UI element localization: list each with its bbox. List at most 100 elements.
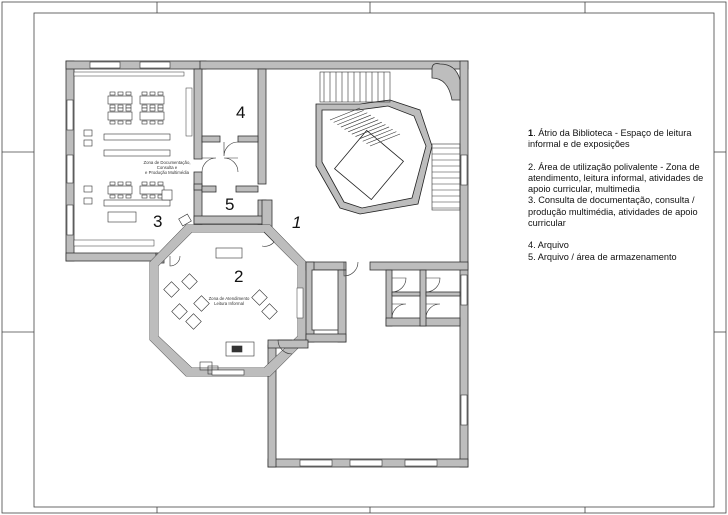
legend-item-1-number: 1 — [528, 128, 534, 138]
chair — [125, 194, 132, 199]
chair — [117, 91, 124, 96]
stair-treads — [329, 107, 401, 147]
chair — [125, 91, 132, 96]
documentation-zone-line-3: e Produção Multimédia — [145, 170, 189, 175]
chair — [117, 181, 124, 186]
chair — [157, 181, 164, 186]
chair — [157, 120, 164, 125]
chair — [141, 194, 148, 199]
chair — [157, 107, 164, 112]
room-number-5: 5 — [225, 195, 235, 214]
armchair — [178, 213, 192, 227]
stair-tread — [348, 119, 379, 133]
room-2-furniture — [163, 247, 278, 357]
chair — [157, 104, 164, 109]
chair — [141, 104, 148, 109]
computer-desk — [103, 199, 171, 207]
chair — [141, 107, 148, 112]
exterior-stair — [319, 71, 461, 211]
armchair — [193, 295, 210, 312]
chair — [117, 107, 124, 112]
stair-tread — [333, 110, 364, 123]
workstation — [83, 185, 93, 193]
chair — [109, 107, 116, 112]
room-number-1: 1 — [292, 213, 302, 232]
exterior-stair-treads — [432, 147, 460, 209]
armchair — [171, 303, 188, 320]
service-zone-label: Zona de Atendimento Leitura Informal — [206, 296, 252, 306]
door-swings — [169, 141, 441, 355]
armchair — [163, 281, 180, 298]
study-table — [139, 111, 165, 121]
legend: 1. Átrio da Biblioteca - Espaço de leitu… — [528, 128, 718, 263]
computer — [231, 345, 243, 353]
armchair — [261, 303, 278, 320]
chair — [141, 91, 148, 96]
room-number-4: 4 — [236, 103, 246, 122]
documentation-zone-line-2: Consulta e — [156, 165, 178, 170]
study-table — [139, 95, 165, 105]
room-3-furniture — [83, 91, 192, 227]
windows — [66, 61, 468, 467]
legend-item-4: 4. Arquivo — [528, 240, 569, 251]
chair — [141, 120, 148, 125]
legend-item-1: 1. Átrio da Biblioteca - Espaço de leitu… — [528, 128, 718, 151]
legend-item-1-text: . Átrio da Biblioteca - Espaço de leitur… — [528, 128, 692, 150]
armchair — [161, 189, 173, 201]
stair-tread — [366, 131, 397, 144]
stair-tread — [355, 124, 386, 137]
documentation-zone-label: Zona de Documentação, Consulta e e Produ… — [138, 160, 196, 175]
stair-tread — [329, 107, 361, 121]
chair — [109, 181, 116, 186]
top-stair-treads — [323, 72, 385, 102]
computer-desk — [103, 133, 171, 141]
stair-tread — [340, 114, 372, 128]
chair — [149, 194, 156, 199]
chair — [117, 120, 124, 125]
stair-tread — [337, 112, 368, 126]
stair-tread — [344, 117, 375, 130]
staircase — [315, 99, 433, 215]
workstation — [83, 197, 93, 205]
chair — [125, 181, 132, 186]
bookshelves — [73, 71, 304, 319]
stair-tread — [351, 121, 382, 135]
study-table — [107, 95, 133, 105]
stair-tread — [358, 126, 390, 140]
chair — [109, 104, 116, 109]
chair — [149, 120, 156, 125]
chair — [117, 104, 124, 109]
chair — [117, 194, 124, 199]
workstation — [83, 139, 93, 147]
chair — [109, 194, 116, 199]
room-1-walls — [267, 261, 469, 349]
chair — [109, 120, 116, 125]
computer-desk — [103, 149, 171, 157]
chair — [149, 91, 156, 96]
chair — [109, 91, 116, 96]
armchair — [185, 313, 202, 330]
room-number-2: 2 — [234, 267, 244, 286]
legend-item-2: 2. Área de utilização polivalente - Zona… — [528, 161, 704, 195]
chair — [125, 120, 132, 125]
study-table — [107, 185, 133, 195]
service-zone-line-1: Zona de Atendimento — [208, 296, 250, 301]
room-number-3: 3 — [153, 212, 163, 231]
service-zone-line-2: Leitura Informal — [214, 301, 244, 306]
legend-item-3: 3. Consulta de documentação, consulta / … — [528, 195, 698, 229]
chair — [125, 107, 132, 112]
study-table — [107, 111, 133, 121]
study-table — [139, 185, 165, 195]
study-table — [107, 211, 137, 223]
armchair — [251, 289, 268, 306]
chair — [157, 91, 164, 96]
meeting-table — [215, 247, 243, 259]
armchair — [181, 273, 198, 290]
chair — [149, 181, 156, 186]
corner-turret — [431, 63, 461, 101]
chair — [149, 104, 156, 109]
workstation — [83, 129, 93, 137]
legend-item-5: 5. Arquivo / área de armazenamento — [528, 251, 677, 262]
stair-tread — [369, 133, 401, 147]
